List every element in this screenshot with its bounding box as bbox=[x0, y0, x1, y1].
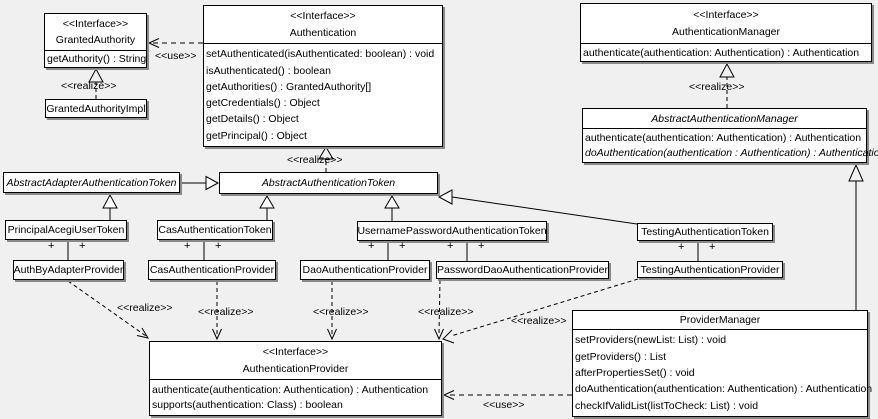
method: checkIfValidList(listToCheck: List) : vo… bbox=[575, 399, 759, 412]
class-name: UsernamePasswordAuthenticationToken bbox=[357, 225, 547, 237]
realize-edge-grantedauthorityimpl bbox=[88, 67, 104, 99]
class-name: Authentication bbox=[289, 26, 357, 39]
realize-label-grantedauthority: <<realize>> bbox=[61, 80, 117, 92]
generalization-usernamepassword-token bbox=[384, 195, 400, 221]
realize-label-passworddao: <<realize>> bbox=[418, 306, 474, 318]
realize-edge-abstractmanager-manager bbox=[719, 62, 735, 108]
class-name: AuthenticationManager bbox=[672, 26, 780, 38]
stereotype: <<Interface>> bbox=[693, 9, 759, 21]
realize-edge-abstracttoken-authentication bbox=[318, 146, 334, 172]
multiplicity-plus: + bbox=[447, 240, 454, 252]
multiplicity-plus: + bbox=[215, 240, 222, 252]
realize-label-testing: <<realize>> bbox=[511, 315, 567, 327]
multiplicity-plus: + bbox=[48, 240, 55, 252]
generalization-testing-token bbox=[437, 189, 638, 225]
method: afterPropertiesSet() : void bbox=[575, 366, 695, 379]
class-authentication[interactable]: <<Interface>> Authentication setAuthenti… bbox=[203, 5, 443, 147]
class-testing-authentication-token[interactable]: TestingAuthenticationToken bbox=[637, 223, 773, 241]
method: authenticate(authentication: Authenticat… bbox=[583, 46, 860, 59]
multiplicity-plus: + bbox=[368, 240, 375, 252]
method: supports(authentication: Class) : boolea… bbox=[152, 399, 343, 412]
use-label-bottom: <<use>> bbox=[483, 399, 525, 411]
class-principal-acegi-user-token[interactable]: PrincipalAcegiUserToken bbox=[5, 220, 127, 240]
class-auth-by-adapter-provider[interactable]: AuthByAdapterProvider bbox=[13, 260, 124, 280]
realize-edge-testingprovider-provider bbox=[442, 278, 639, 344]
realize-edge-casprovider-provider bbox=[212, 281, 222, 341]
generalization-providermanager-abstractmanager bbox=[848, 163, 864, 310]
class-name: TestingAuthenticationProvider bbox=[640, 263, 780, 276]
method: getProviders() : List bbox=[575, 350, 667, 363]
method: getAuthority() : String bbox=[47, 53, 147, 65]
use-label-top: <<use>> bbox=[155, 50, 197, 62]
class-name: DaoAuthenticationProvider bbox=[302, 264, 428, 276]
generalization-adapter-token bbox=[180, 175, 220, 191]
class-name: CasAuthenticationToken bbox=[158, 224, 272, 236]
method: doAuthentication(authentication : Authen… bbox=[585, 147, 878, 159]
class-abstract-authentication-token[interactable]: AbstractAuthenticationToken bbox=[219, 172, 438, 194]
method: isAuthenticated() : boolean bbox=[206, 64, 331, 77]
class-granted-authority[interactable]: <<Interface>> GrantedAuthority getAuthor… bbox=[44, 13, 147, 68]
method: getCredentials() : Object bbox=[206, 97, 320, 110]
realize-label-manager: <<realize>> bbox=[689, 81, 745, 93]
class-authentication-manager[interactable]: <<Interface>> AuthenticationManager auth… bbox=[580, 3, 872, 62]
multiplicity-plus: + bbox=[79, 240, 86, 252]
use-edge-providermanager-authenticationprovider bbox=[442, 390, 572, 400]
use-edge-authentication-grantedauthority bbox=[147, 38, 203, 48]
stereotype: <<Interface>> bbox=[262, 346, 329, 359]
method: authenticate(authentication: Authenticat… bbox=[152, 383, 429, 396]
class-name: AbstractAdapterAuthenticationToken bbox=[6, 176, 177, 189]
class-granted-authority-impl[interactable]: GrantedAuthorityImpl bbox=[45, 99, 147, 118]
multiplicity-plus: + bbox=[399, 240, 406, 252]
method: doAuthentication(authentication: Authent… bbox=[575, 383, 873, 396]
class-name: PrincipalAcegiUserToken bbox=[7, 224, 125, 236]
multiplicity-plus: + bbox=[184, 240, 191, 252]
class-name: AbstractAuthenticationManager bbox=[651, 112, 798, 125]
method: getPrincipal() : Object bbox=[206, 129, 307, 142]
realize-label-dao: <<realize>> bbox=[313, 306, 369, 318]
realize-label-cas: <<realize>> bbox=[198, 306, 254, 318]
method: getDetails() : Object bbox=[206, 113, 299, 126]
class-name: GrantedAuthorityImpl bbox=[46, 102, 146, 115]
class-name: AbstractAuthenticationToken bbox=[261, 177, 396, 189]
generalization-cas-token bbox=[259, 195, 275, 220]
class-name: ProviderManager bbox=[679, 314, 761, 326]
class-name: TestingAuthenticationToken bbox=[641, 226, 769, 238]
class-abstract-authentication-manager[interactable]: AbstractAuthenticationManager authentica… bbox=[582, 108, 878, 163]
multiplicity-plus: + bbox=[478, 240, 485, 252]
realize-edge-authbyadapter-provider bbox=[67, 280, 150, 339]
class-abstract-adapter-authentication-token[interactable]: AbstractAdapterAuthenticationToken bbox=[3, 172, 180, 193]
class-dao-authentication-provider[interactable]: DaoAuthenticationProvider bbox=[300, 260, 430, 280]
class-password-dao-authentication-provider[interactable]: PasswordDaoAuthenticationProvider bbox=[436, 261, 609, 279]
stereotype: <<Interface>> bbox=[290, 10, 356, 23]
multiplicity-plus: + bbox=[709, 241, 716, 253]
stereotype: <<Interface>> bbox=[62, 18, 129, 30]
method: setAuthenticated(isAuthenticated: boolea… bbox=[206, 48, 435, 61]
class-provider-manager[interactable]: ProviderManager setProviders(newList: Li… bbox=[572, 310, 873, 417]
multiplicity-plus: + bbox=[678, 241, 685, 253]
class-name: AuthenticationProvider bbox=[242, 362, 349, 375]
class-name: PasswordDaoAuthenticationProvider bbox=[437, 264, 609, 276]
class-testing-authentication-provider[interactable]: TestingAuthenticationProvider bbox=[637, 261, 783, 278]
realize-label-authbyadapter: <<realize>> bbox=[117, 302, 173, 314]
class-name: CasAuthenticationProvider bbox=[149, 264, 275, 276]
class-username-password-authentication-token[interactable]: UsernamePasswordAuthenticationToken bbox=[357, 221, 547, 241]
method: authenticate(authentication: Authenticat… bbox=[585, 132, 862, 144]
method: setProviders(newList: List) : void bbox=[575, 334, 727, 347]
class-cas-authentication-provider[interactable]: CasAuthenticationProvider bbox=[148, 260, 276, 280]
realize-edge-passworddao-provider bbox=[434, 279, 444, 341]
generalization-principal-adapter bbox=[102, 193, 118, 220]
class-authentication-provider[interactable]: <<Interface>> AuthenticationProvider aut… bbox=[149, 341, 442, 416]
class-name: AuthByAdapterProvider bbox=[13, 264, 124, 276]
method: getAuthorities() : GrantedAuthority[] bbox=[206, 80, 372, 93]
class-cas-authentication-token[interactable]: CasAuthenticationToken bbox=[157, 220, 273, 240]
realize-edge-daoprovider-provider bbox=[327, 281, 337, 341]
class-name: GrantedAuthority bbox=[55, 34, 136, 46]
realize-label-token: <<realize>> bbox=[287, 154, 343, 166]
